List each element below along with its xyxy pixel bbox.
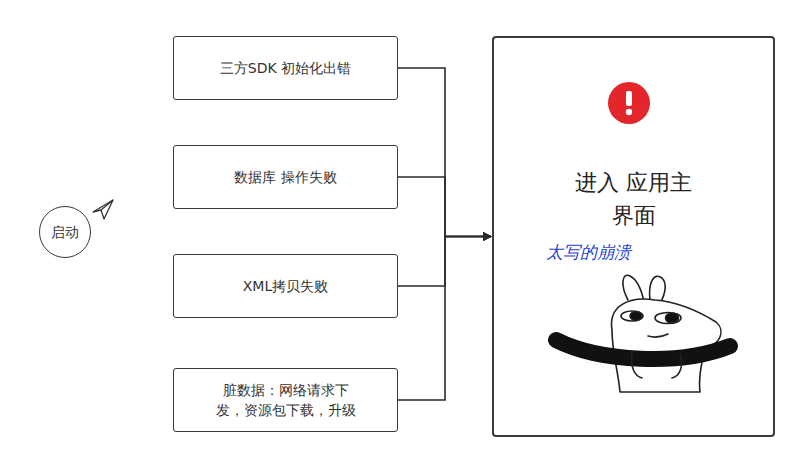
panel-title: 进入 应用主界面: [569, 166, 699, 232]
handwritten-note: 太写的崩溃: [546, 241, 696, 263]
process-box: 三方SDK 初始化出错: [173, 36, 398, 100]
paper-plane-icon: [93, 200, 113, 219]
box-label: 脏数据：网络请求下 发，资源包下载，升级: [211, 380, 361, 421]
result-panel: 进入 应用主界面太写的崩溃: [492, 36, 775, 437]
process-box: 数据库 操作失败: [173, 145, 398, 209]
box-label: XML拷贝失败: [243, 276, 328, 296]
merge-connector: [398, 237, 491, 401]
alert-icon: [608, 82, 650, 124]
box-label: 三方SDK 初始化出错: [220, 58, 351, 78]
merge-connector: [398, 68, 491, 237]
connector-layer: [398, 68, 491, 400]
start-circle: 启动: [39, 206, 91, 258]
merge-connector: [398, 177, 491, 237]
process-box: XML拷贝失败: [173, 254, 398, 318]
cartoon-figure: [556, 275, 730, 392]
process-box: 脏数据：网络请求下 发，资源包下载，升级: [173, 368, 398, 432]
box-label: 数据库 操作失败: [234, 167, 336, 187]
box-label: 启动: [51, 222, 79, 242]
